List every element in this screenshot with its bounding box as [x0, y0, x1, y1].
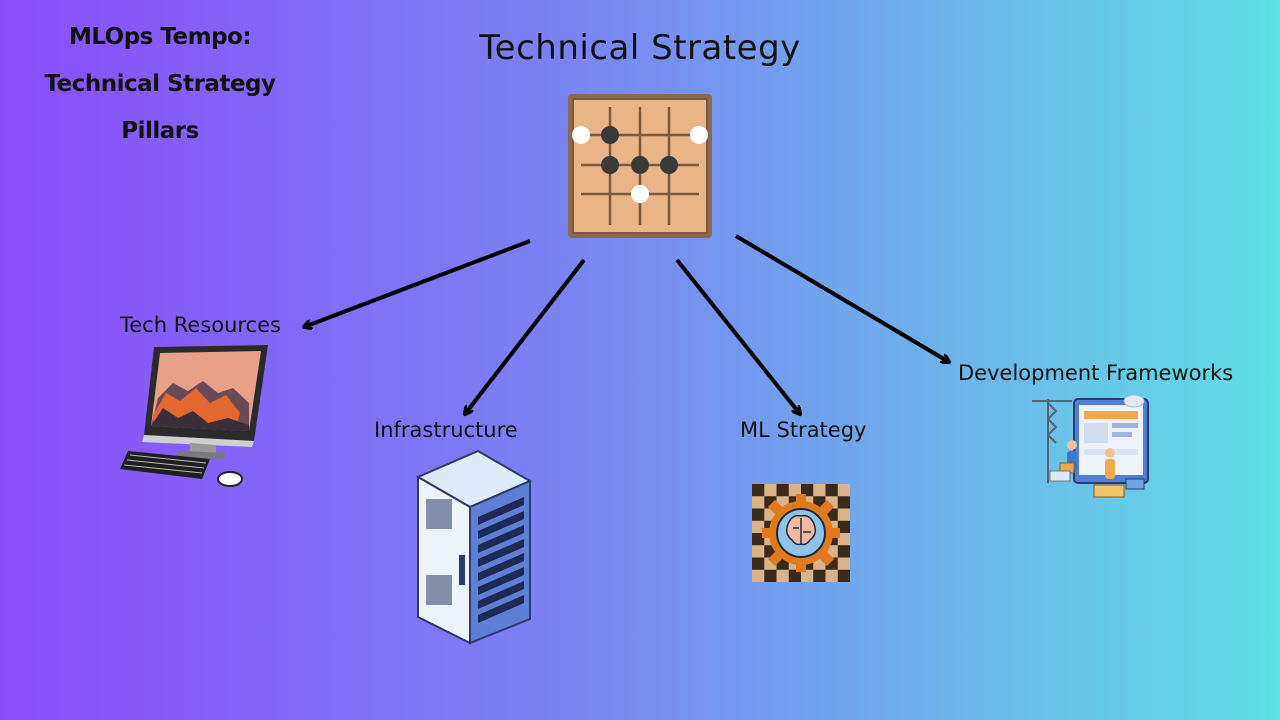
slide-title: MLOps Tempo: Technical Strategy Pillars — [44, 24, 276, 144]
developers-at-screen-icon — [1032, 394, 1149, 498]
brain-gear-chessboard-icon — [752, 484, 850, 582]
go-board-icon — [568, 94, 712, 238]
server-rack-icon — [415, 449, 533, 645]
pillar-label-ml-strategy: ML Strategy — [740, 418, 867, 442]
arrow-to-ml-strategy — [675, 258, 800, 414]
pillar-label-infrastructure: Infrastructure — [374, 418, 518, 442]
desktop-computer-icon — [120, 345, 268, 487]
arrow-to-tech-resources — [304, 239, 531, 327]
pillar-label-development-frameworks: Development Frameworks — [958, 361, 1234, 385]
arrow-to-infrastructure — [465, 258, 586, 414]
arrow-to-development-frameworks — [734, 234, 949, 362]
main-title: Technical Strategy — [479, 28, 801, 68]
pillar-label-tech-resources: Tech Resources — [120, 313, 281, 337]
